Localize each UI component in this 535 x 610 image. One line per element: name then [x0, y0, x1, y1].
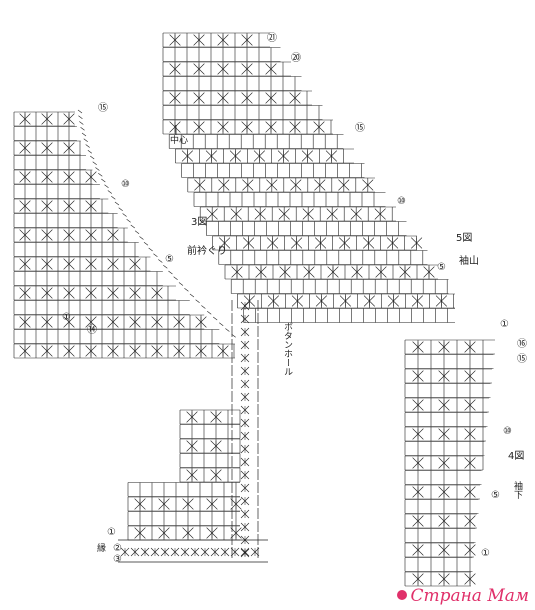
row-marker-5-lower: ⑤ — [491, 490, 500, 501]
fig4-label: 4図 — [508, 451, 525, 462]
fig3-caption: 前衿ぐり — [187, 246, 227, 257]
row-marker-20-top: ⑳ — [291, 53, 301, 64]
row-marker-15-left: ⑮ — [98, 103, 108, 114]
brand-logo-icon — [397, 590, 407, 600]
row-marker-5-right: ⑤ — [437, 262, 446, 273]
row-marker-2-bottom: ② — [113, 543, 122, 554]
row-marker-14-left: ⑭ — [87, 325, 97, 336]
row-marker-1-right: ① — [500, 319, 509, 330]
row-marker-15-lower: ⑮ — [517, 354, 527, 365]
watermark: Страна Мам — [410, 586, 529, 606]
row-marker-1-lower: ① — [481, 548, 490, 559]
row-marker-10-right: ⑩ — [397, 196, 406, 207]
row-marker-21-top: ㉑ — [267, 33, 277, 44]
fig4-caption: 袖下 — [512, 481, 522, 499]
row-marker-3-bottom: ③ — [113, 554, 122, 565]
row-marker-15-right: ⑮ — [355, 123, 365, 134]
row-marker-1-left: ① — [62, 312, 71, 323]
row-marker-10-lower: ⑩ — [503, 426, 512, 437]
fig3-label: 3図 — [191, 217, 208, 228]
row-marker-5-left: ⑤ — [165, 254, 174, 265]
fig5-label: 5図 — [456, 233, 473, 244]
fig5-caption: 袖山 — [459, 256, 479, 267]
row-marker-16-right: ⑯ — [517, 339, 527, 350]
row-marker-10-left: ⑩ — [121, 179, 130, 190]
center-label: 中心 — [170, 136, 189, 146]
edge-label: 縁 — [97, 544, 107, 554]
buttonhole-label: ボタンホール — [282, 322, 292, 376]
row-marker-1-bottom: ① — [107, 527, 116, 538]
